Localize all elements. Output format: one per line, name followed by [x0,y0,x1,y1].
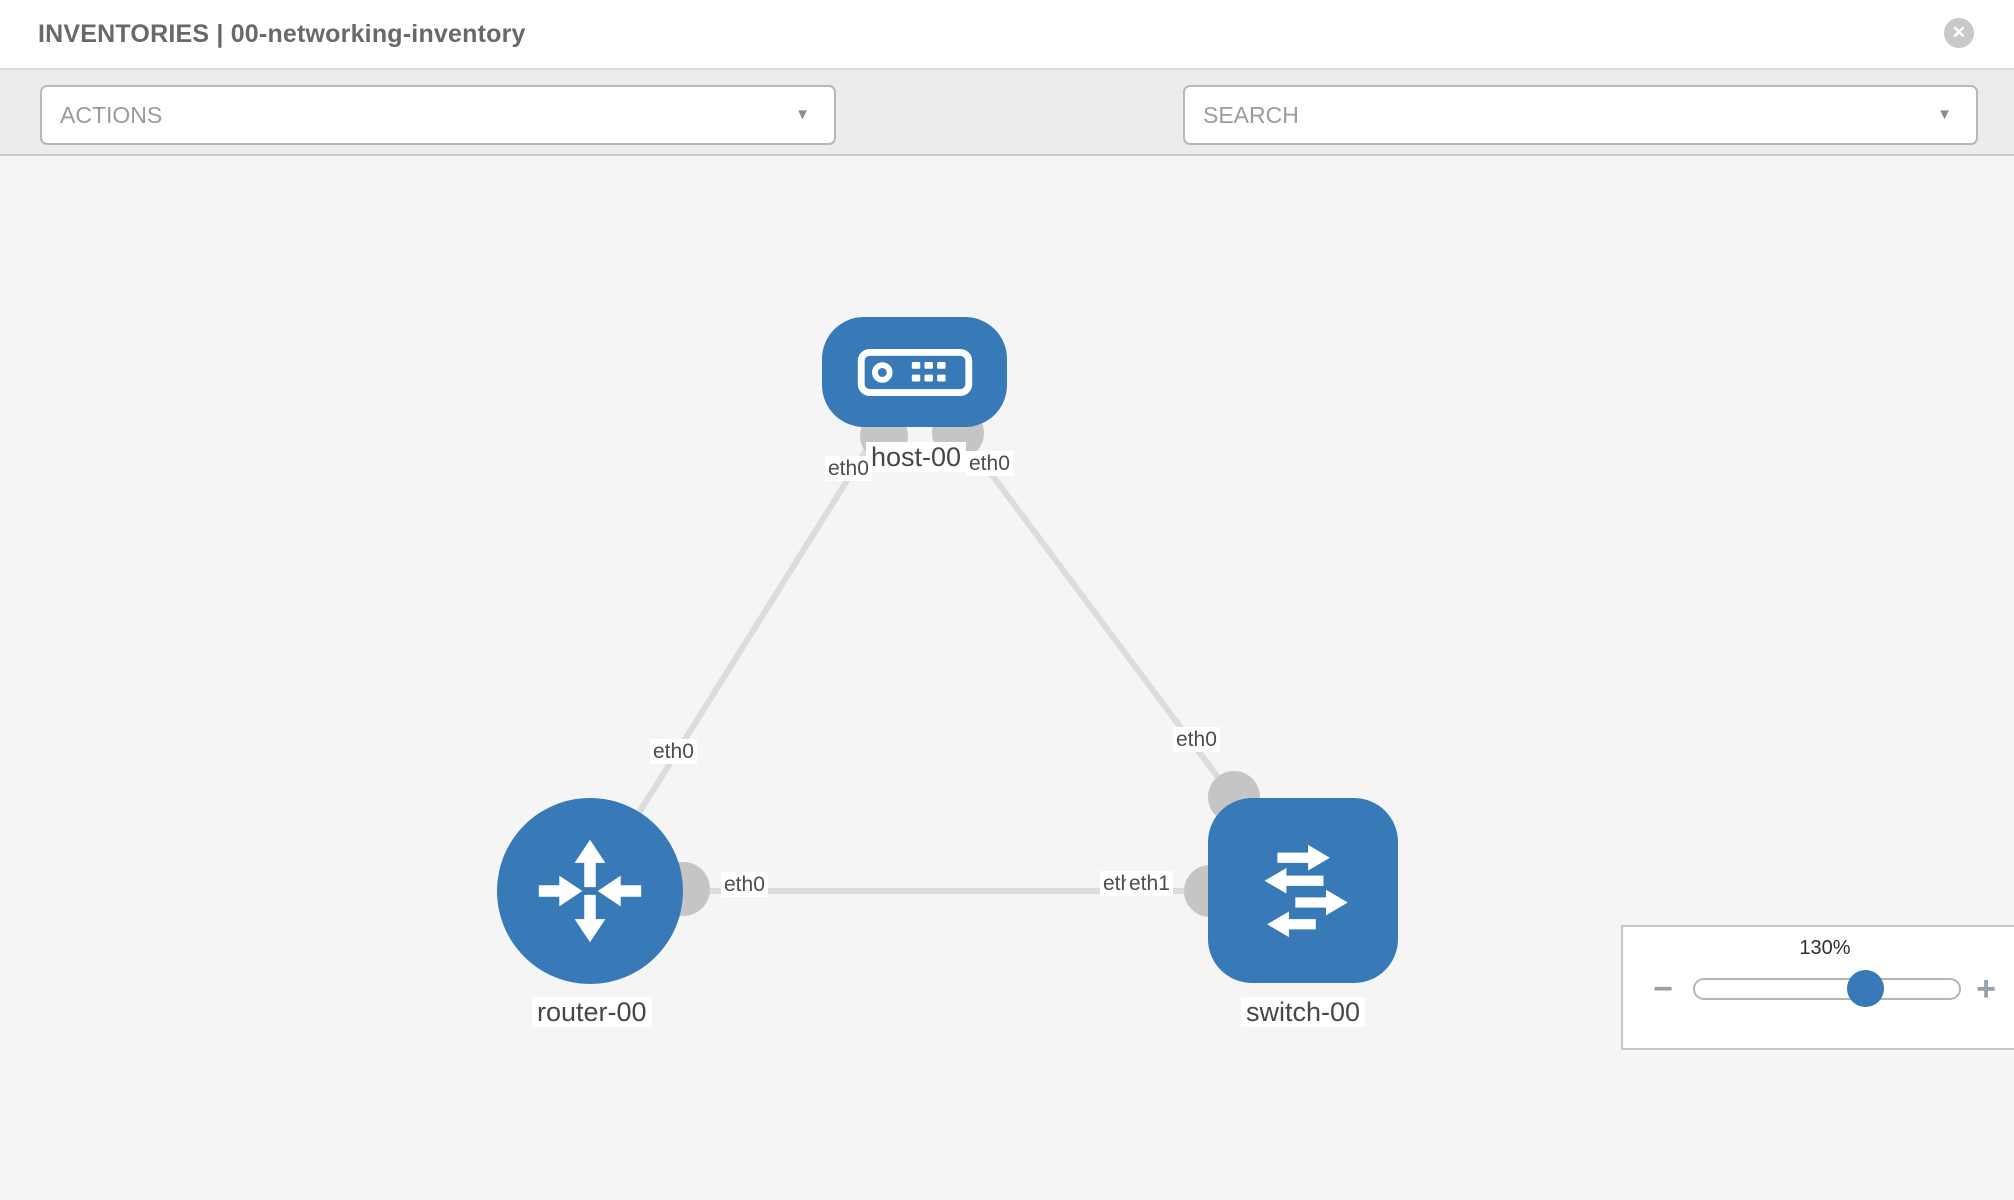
interface-label: eth0 [825,456,872,481]
host-icon [857,348,972,396]
node-label-host: host-00 [866,442,967,472]
zoom-in-button[interactable]: + [1976,970,1996,1008]
interface-label: eth0 [966,451,1013,476]
chevron-down-icon: ▼ [1937,106,1952,123]
interface-label: eth0 [1173,727,1220,752]
close-icon[interactable]: ✕ [1944,18,1974,48]
search-dropdown[interactable]: SEARCH ▼ [1183,85,1978,145]
panel-header: INVENTORIES | 00-networking-inventory ✕ [0,0,2014,70]
router-icon [538,839,642,943]
page-title: INVENTORIES | 00-networking-inventory [38,20,526,48]
actions-dropdown-label: ACTIONS [60,102,163,128]
search-dropdown-label: SEARCH [1203,102,1299,128]
interface-label: eth0 [650,739,697,764]
node-switch[interactable] [1208,798,1398,983]
interface-label: eth0 [721,872,768,897]
switch-icon [1264,844,1348,937]
interface-label: eth1 [1126,871,1173,896]
node-label-switch: switch-00 [1241,997,1366,1027]
zoom-level-value: 130% [1799,937,1851,959]
node-label-router: router-00 [532,997,652,1027]
node-host[interactable] [822,317,1007,427]
zoom-slider-handle[interactable] [1847,970,1884,1007]
chevron-down-icon: ▼ [795,106,810,123]
node-router[interactable] [497,798,683,984]
actions-dropdown[interactable]: ACTIONS ▼ [40,85,836,145]
zoom-slider-track[interactable] [1693,978,1961,1000]
toolbar: ACTIONS ▼ SEARCH ▼ [0,70,2014,156]
zoom-control-panel: 130% − + [1621,925,2014,1050]
zoom-out-button[interactable]: − [1653,970,1673,1008]
